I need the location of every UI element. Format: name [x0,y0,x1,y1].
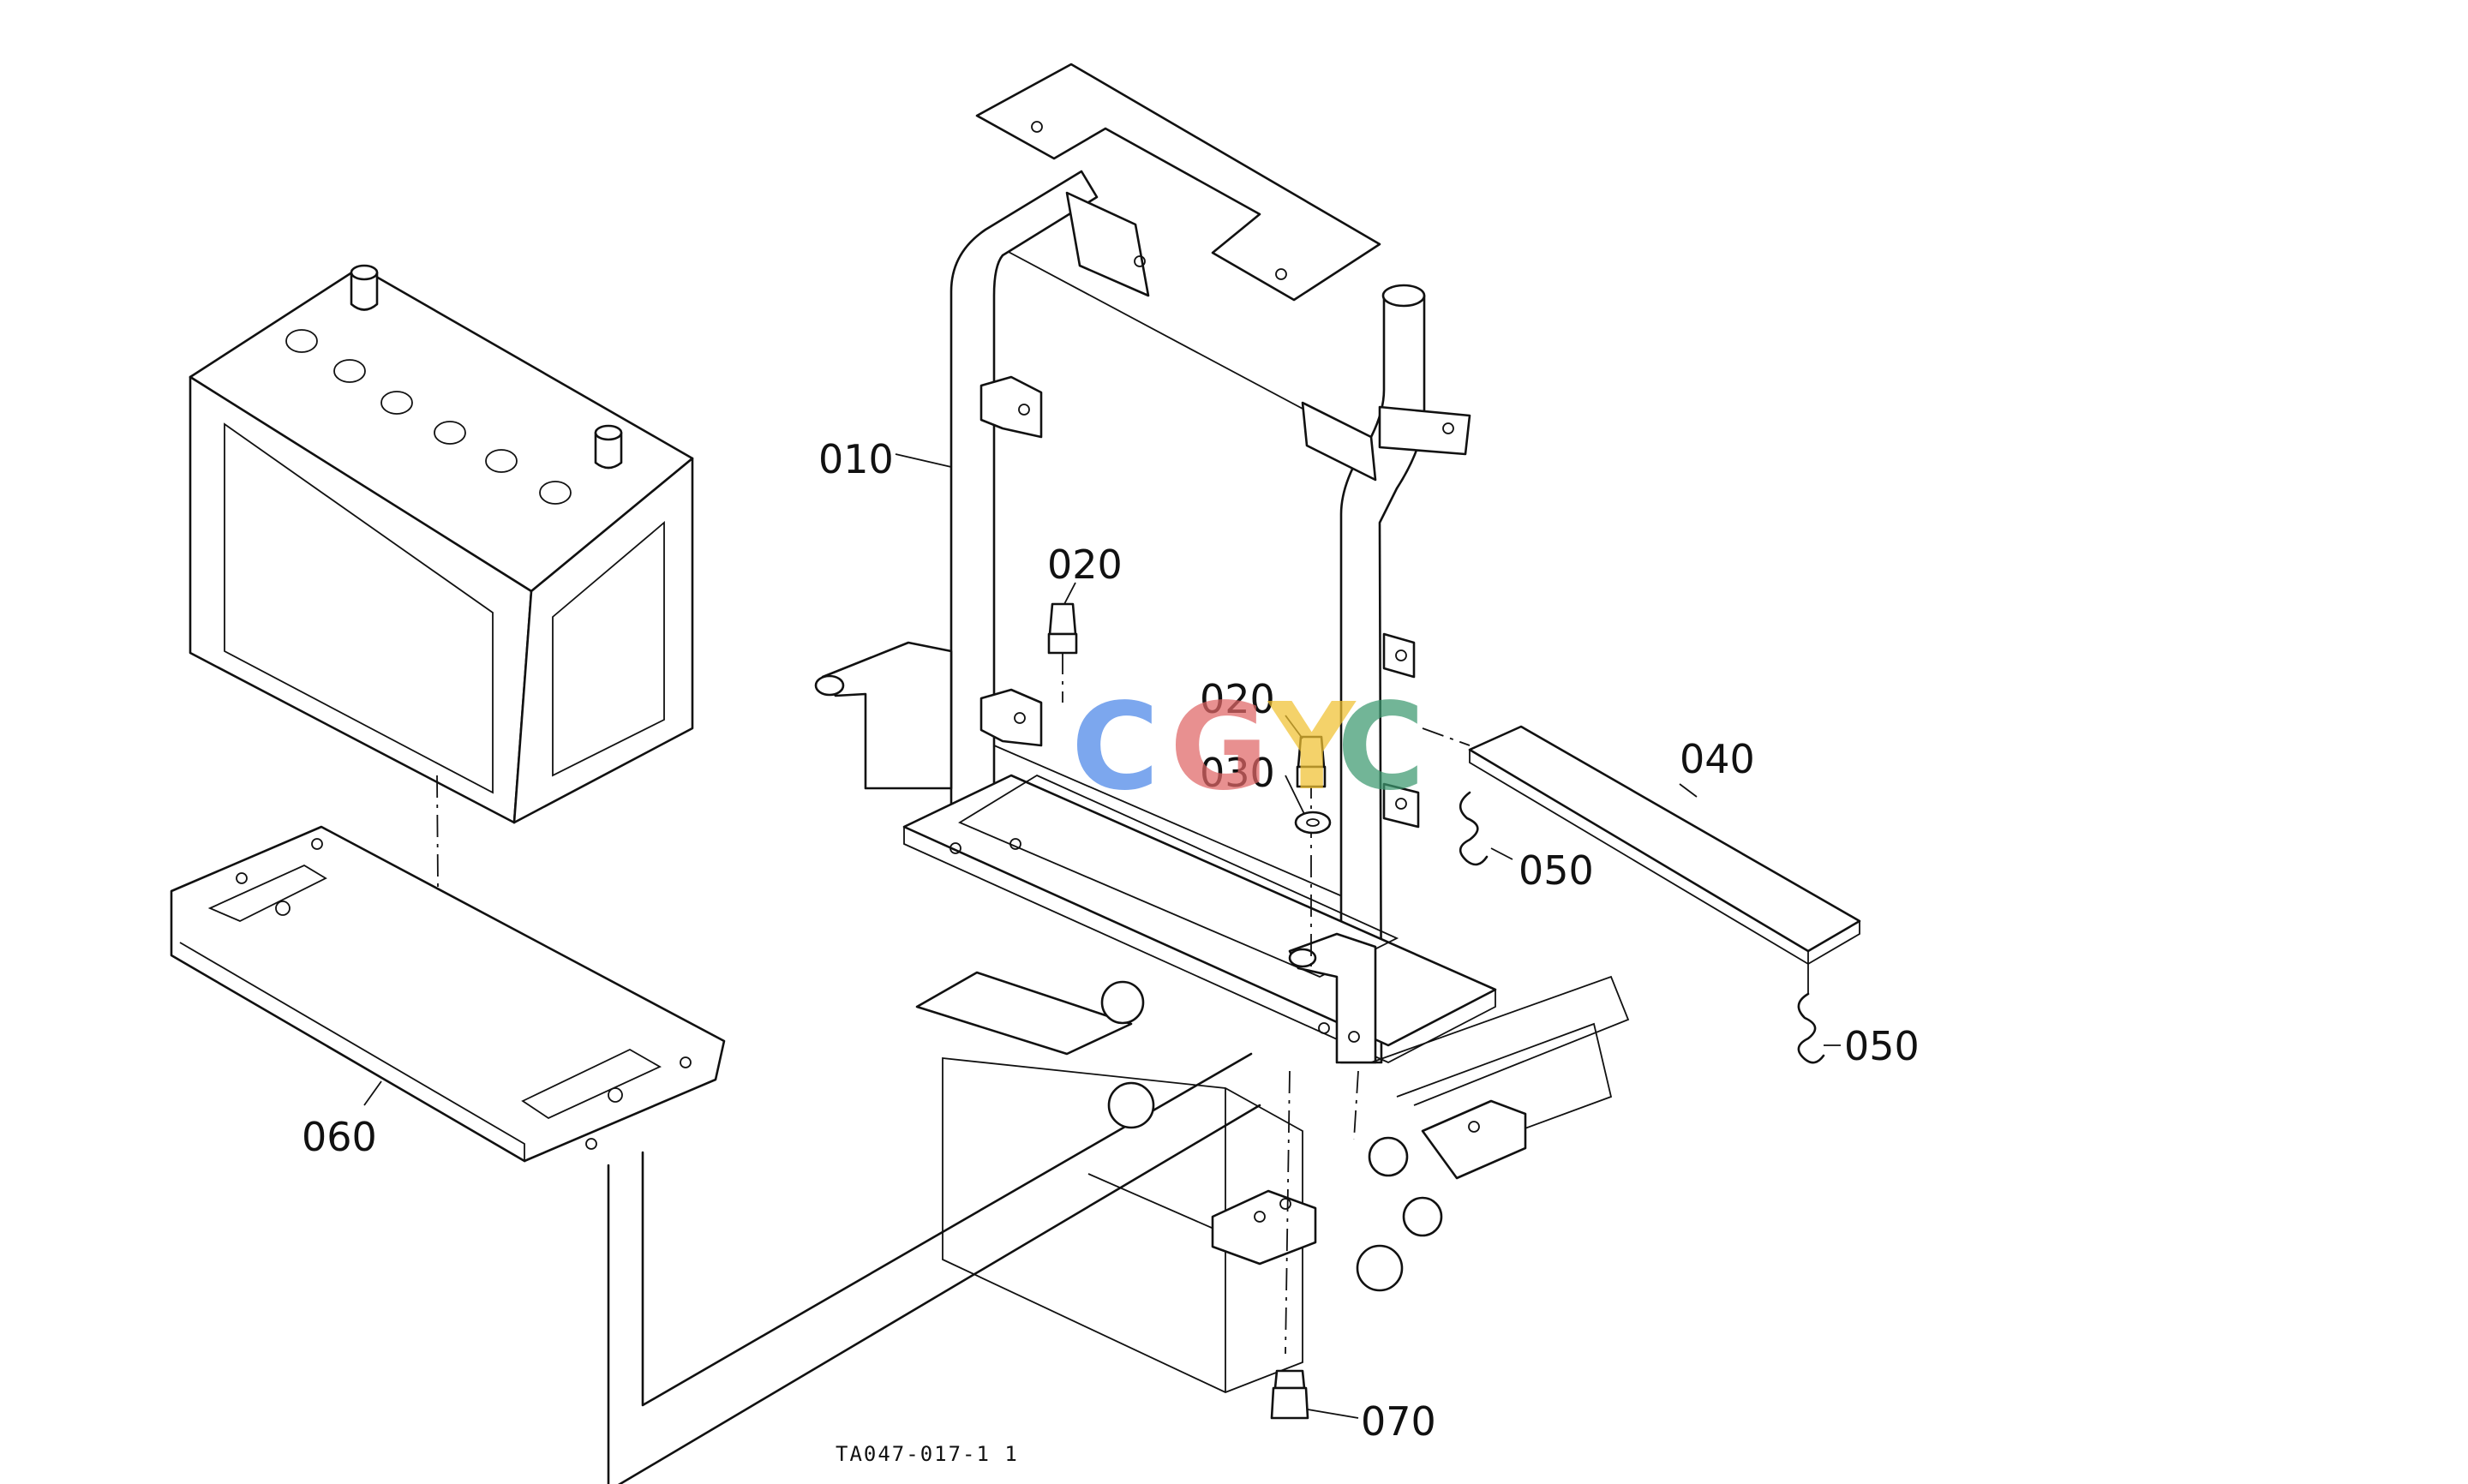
bolt-020-left [1047,602,1078,655]
vehicle-mount [915,971,1630,1393]
label-040: 040 [1680,736,1755,782]
part-labels: 010 020 020 030 040 050 050 060 070 TA04… [302,436,1920,1466]
spring-050-upper [1459,791,1489,866]
washer-030 [1294,811,1332,835]
label-070: 070 [1361,1398,1436,1445]
spring-050-lower [1797,992,1825,1064]
label-020a: 020 [1047,542,1123,588]
nut-070 [1270,1369,1309,1420]
drawing-code: TA047-017-1 1 [836,1442,1019,1466]
label-010: 010 [818,436,894,482]
battery-frame [814,63,1497,1064]
label-030: 030 [1200,750,1275,796]
bolt-020-right [1296,735,1327,788]
label-020b: 020 [1200,676,1275,722]
leader-lines [363,453,1841,1419]
watermark-letter: Y [1267,678,1357,817]
battery [189,264,694,824]
watermark-letter: C [1071,678,1159,817]
cover-040 [1468,725,1861,966]
watermark-letter: C [1337,678,1425,817]
watermark-letter: G [1170,678,1268,817]
label-050b: 050 [1844,1023,1920,1069]
watermark-logo: C G Y C [1071,678,1425,817]
label-060: 060 [302,1114,377,1160]
battery-tray [170,825,726,1163]
label-050a: 050 [1519,847,1594,894]
